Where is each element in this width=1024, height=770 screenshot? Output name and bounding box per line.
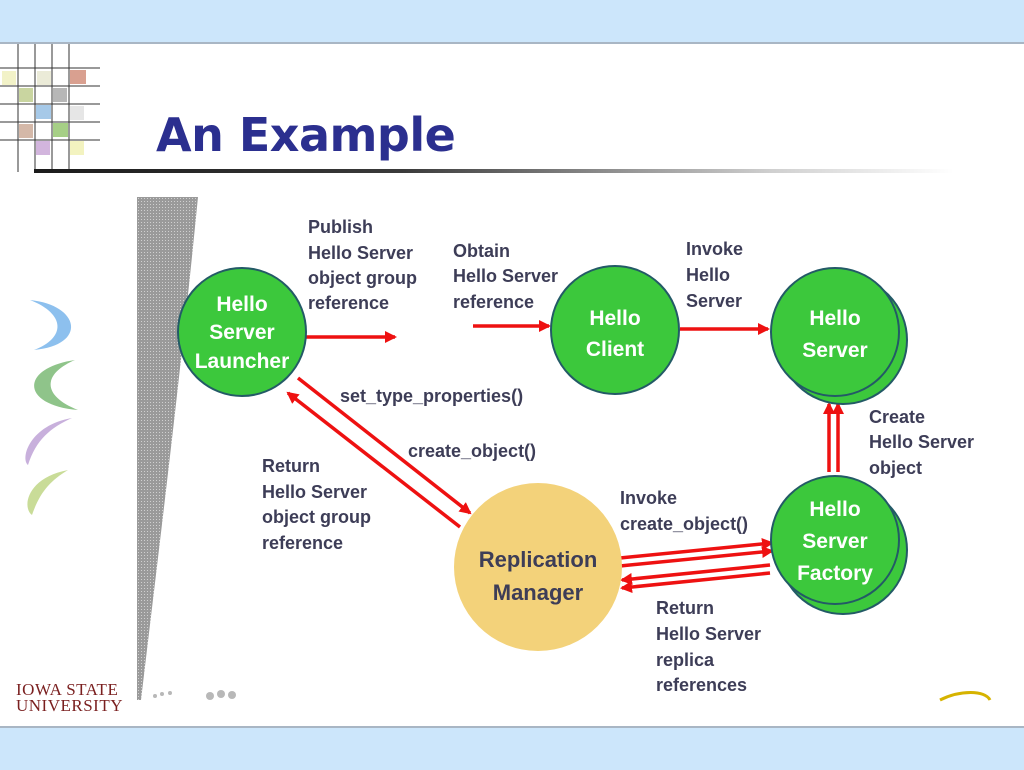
bottom-band [0,726,1024,770]
svg-text:Launcher: Launcher [195,350,290,373]
svg-text:object group: object group [262,507,371,527]
svg-text:reference: reference [262,533,343,553]
svg-text:Client: Client [586,338,644,361]
svg-text:Hello: Hello [809,307,860,330]
svg-text:create_object(): create_object() [620,514,748,534]
label-return-replica: Return Hello Server replica references [656,598,761,695]
title-rule [34,169,954,173]
svg-text:Hello Server: Hello Server [262,482,367,502]
node-hello-client: Hello Client [550,265,680,395]
svg-text:Server: Server [209,321,274,344]
svg-text:Hello: Hello [216,293,267,316]
svg-text:Invoke: Invoke [620,488,677,508]
svg-text:references: references [656,675,747,695]
label-invoke: Invoke Hello Server [686,239,743,311]
arrow-invoke-create-2 [619,546,774,568]
arrow-invoke-create-1 [619,538,774,560]
svg-text:Hello: Hello [589,307,640,330]
svg-text:Obtain: Obtain [453,241,510,261]
label-publish: Publish Hello Server object group refere… [308,217,417,313]
label-return-group: Return Hello Server object group referen… [262,456,371,553]
arrow-return-group [286,391,462,529]
bottom-decoration [153,690,236,700]
label-set-type-properties: set_type_properties() [340,386,523,406]
svg-text:Return: Return [656,598,714,618]
svg-text:Hello Server: Hello Server [453,266,558,286]
svg-text:Return: Return [262,456,320,476]
node-hello-server: Hello Server [770,267,908,405]
svg-text:object: object [869,458,922,478]
svg-text:Invoke: Invoke [686,239,743,259]
crescent-decoration [25,300,78,515]
grey-wedge [137,197,198,700]
svg-text:Create: Create [869,407,925,427]
svg-text:create_object(): create_object() [408,441,536,461]
svg-text:Hello Server: Hello Server [869,432,974,452]
svg-text:Server: Server [802,339,867,362]
arrow-return-replica-2 [620,571,771,593]
svg-text:Hello Server: Hello Server [308,243,413,263]
svg-text:object group: object group [308,268,417,288]
svg-text:Publish: Publish [308,217,373,237]
svg-text:Factory: Factory [797,562,873,585]
svg-text:Server: Server [686,291,742,311]
node-hello-server-factory: Hello Server Factory [770,475,908,615]
svg-text:Server: Server [802,530,867,553]
svg-text:reference: reference [308,293,389,313]
svg-text:Hello: Hello [686,265,730,285]
svg-text:Manager: Manager [493,580,584,605]
label-invoke-create: Invoke create_object() [620,488,748,534]
logo-line-2: UNIVERSITY [16,696,123,715]
arrow-create-object [296,376,472,515]
svg-text:Hello Server: Hello Server [656,624,761,644]
arrow-return-replica-1 [620,563,771,585]
iowa-state-logo: IOWA STATE UNIVERSITY [16,680,123,715]
corner-swoosh [939,691,992,702]
svg-text:set_type_properties(): set_type_properties() [340,386,523,406]
label-create-object: create_object() [408,441,536,461]
top-band [0,0,1024,44]
slide-title: An Example [156,108,456,162]
node-hello-server-launcher: Hello Server Launcher [177,267,307,397]
svg-text:reference: reference [453,292,534,312]
svg-text:replica: replica [656,650,715,670]
svg-text:Replication: Replication [479,547,598,572]
svg-text:Hello: Hello [809,498,860,521]
grid-logo [0,44,100,172]
arrows [286,320,844,593]
label-create-hello-server: Create Hello Server object [869,407,974,478]
label-obtain: Obtain Hello Server reference [453,241,558,312]
logo-line-1: IOWA STATE [16,680,119,699]
node-replication-manager: Replication Manager [454,483,622,651]
